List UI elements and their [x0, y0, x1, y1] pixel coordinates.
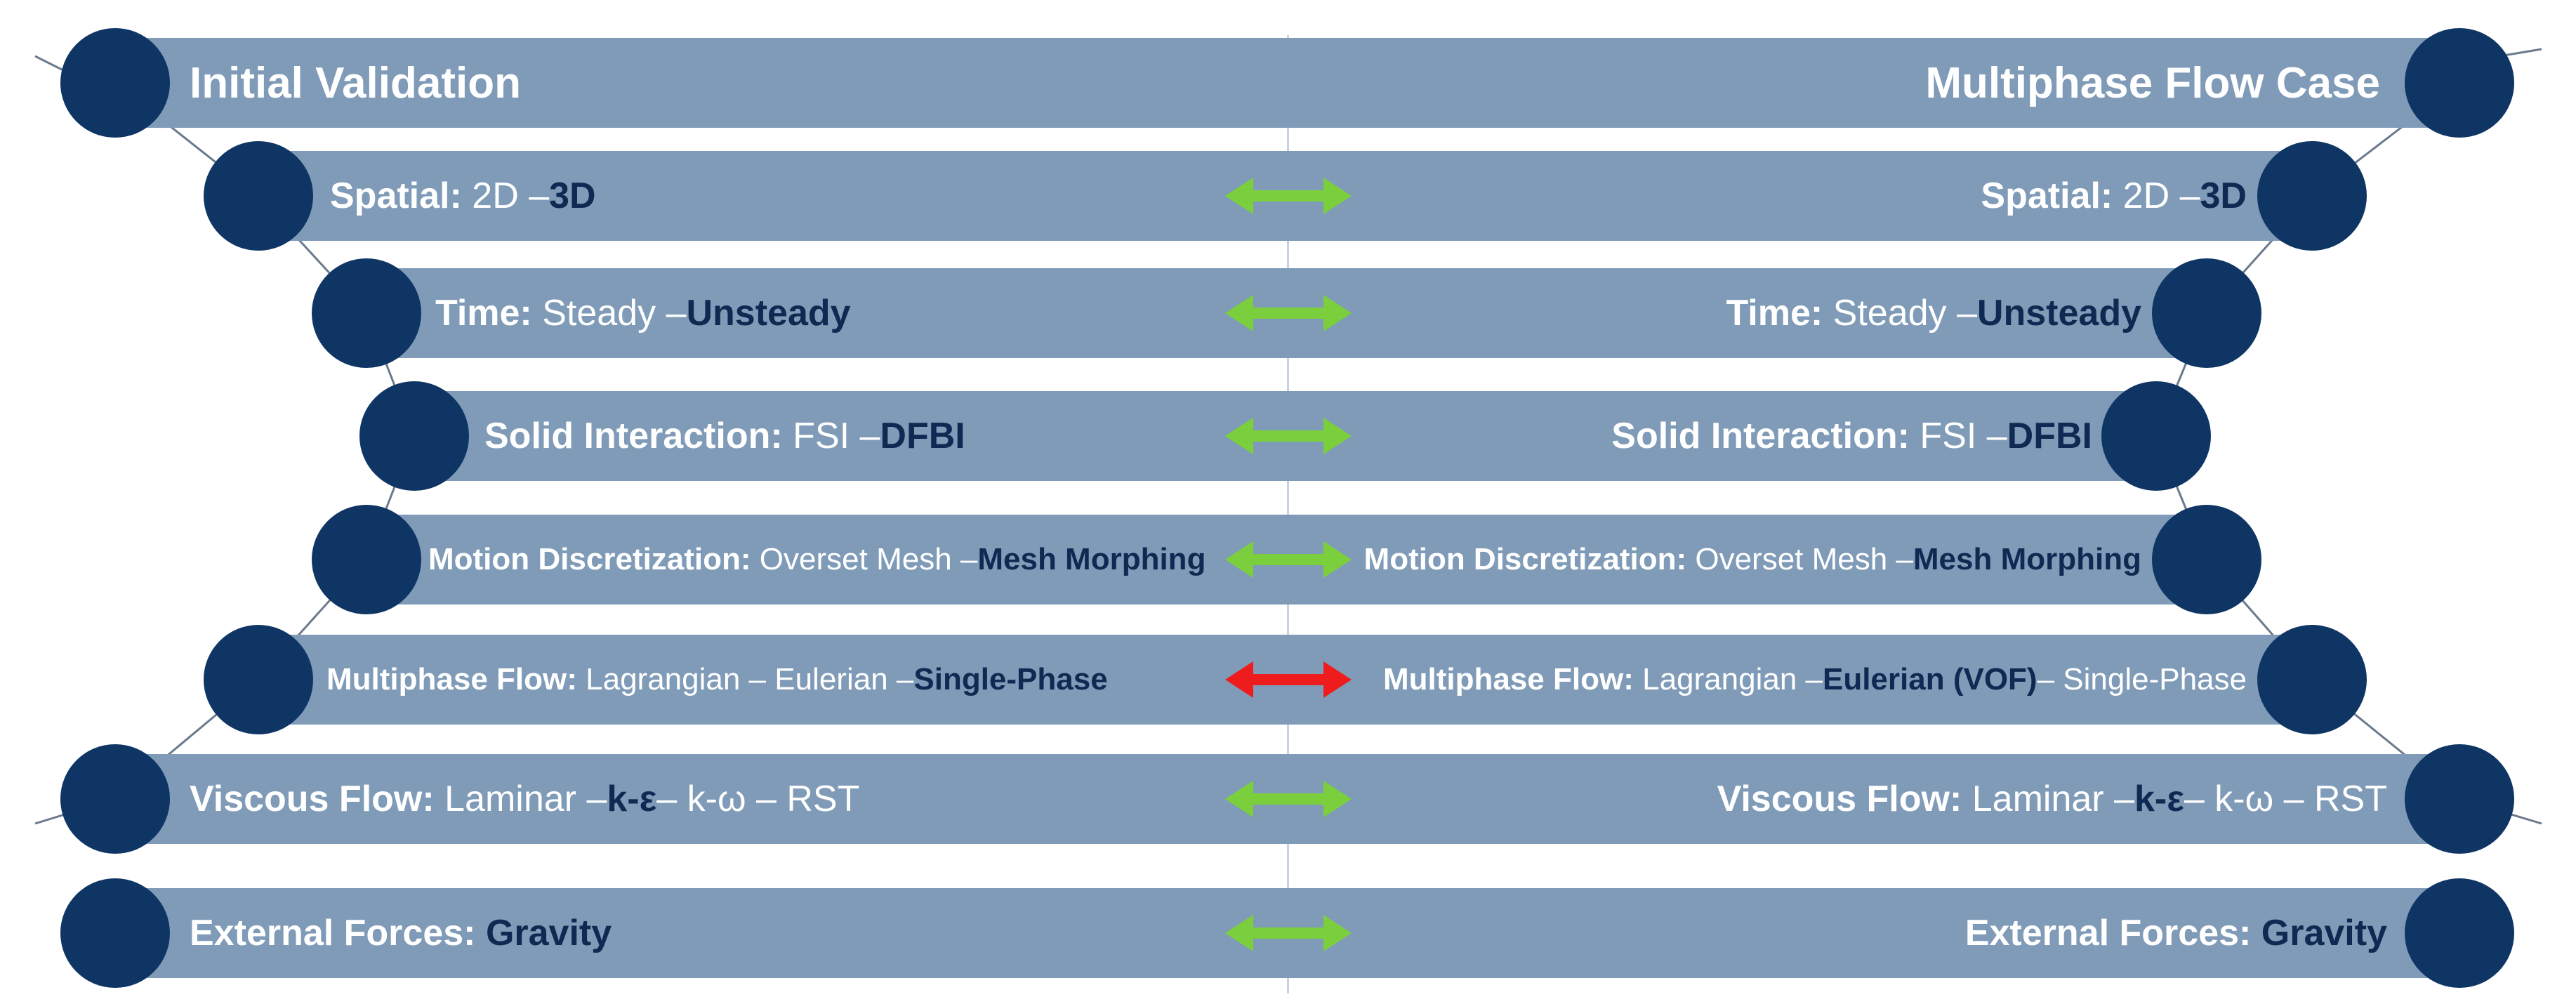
left-criterion-label: Viscous Flow: Laminar – k-ε – k-ω – RST [190, 754, 1183, 844]
selected-option: k-ε [607, 779, 657, 819]
right-criterion-label: Multiphase Flow: Lagrangian – Eulerian (… [1345, 635, 2247, 725]
option-text: Overset Mesh – [1695, 542, 1913, 576]
left-criterion-node [60, 878, 170, 988]
criterion-key: Time: [1726, 293, 1823, 333]
option-text: – k-ω – RST [656, 779, 860, 819]
criterion-key: Time: [435, 293, 532, 333]
mismatch-double-arrow-icon [1225, 661, 1352, 698]
match-double-arrow-icon [1225, 418, 1352, 454]
option-text: Overset Mesh – [759, 542, 978, 576]
criterion-key: Viscous Flow: [1717, 779, 1962, 819]
left-header-title: Initial Validation [190, 58, 521, 107]
match-double-arrow-icon [1225, 781, 1352, 817]
option-text: 2D – [2122, 176, 2200, 216]
option-text: Lagrangian – Eulerian – [586, 662, 914, 696]
criterion-key: Multiphase Flow: [1382, 662, 1634, 696]
selected-option: Unsteady [686, 293, 851, 333]
selected-option: DFBI [2007, 416, 2092, 456]
left-criterion-label: Motion Discretization: Overset Mesh – Me… [428, 515, 1206, 605]
option-text: Laminar – [1971, 779, 2134, 819]
criterion-key: Viscous Flow: [190, 779, 435, 819]
option-text: – Single-Phase [2037, 662, 2247, 696]
left-criterion-node [204, 625, 313, 734]
left-criterion-node [204, 141, 313, 251]
right-criterion-label: Viscous Flow: Laminar – k-ε – k-ω – RST [1345, 754, 2387, 844]
left-criterion-node [60, 744, 170, 854]
left-criterion-label: External Forces: Gravity [190, 888, 1183, 978]
left-header-node [60, 28, 170, 138]
criterion-key: Spatial: [1981, 176, 2113, 216]
criterion-key: External Forces: [1964, 913, 2252, 953]
right-criterion-label: Motion Discretization: Overset Mesh – Me… [1345, 515, 2141, 605]
option-text: Steady – [542, 293, 687, 333]
criterion-key: External Forces: [190, 913, 476, 953]
right-criterion-node [2257, 141, 2367, 251]
match-double-arrow-icon [1225, 541, 1352, 578]
option-text: Lagrangian – [1642, 662, 1823, 696]
center-divider [1287, 35, 1289, 993]
selected-option: k-ε [2134, 779, 2184, 819]
selected-option: 3D [2200, 176, 2247, 216]
left-criterion-label: Spatial: 2D – 3D [330, 151, 1183, 241]
criterion-key: Motion Discretization: [428, 542, 751, 576]
selected-option: Single-Phase [913, 662, 1108, 696]
right-criterion-label: Time: Steady – Unsteady [1345, 268, 2141, 358]
match-double-arrow-icon [1225, 295, 1352, 331]
selected-option: Mesh Morphing [1913, 542, 2141, 576]
right-criterion-label: Solid Interaction: FSI – DFBI [1345, 391, 2092, 481]
right-header-node [2405, 28, 2514, 138]
criterion-key: Multiphase Flow: [326, 662, 577, 696]
criterion-key: Solid Interaction: [484, 416, 783, 456]
option-text: Laminar – [444, 779, 607, 819]
selected-option: Unsteady [1976, 293, 2141, 333]
option-text: 2D – [472, 176, 550, 216]
right-header-title: Multiphase Flow Case [1925, 58, 2380, 107]
criterion-key: Motion Discretization: [1363, 542, 1687, 576]
left-criterion-node [312, 258, 421, 368]
selected-option: 3D [549, 176, 596, 216]
right-criterion-node [2405, 878, 2514, 988]
selected-option: Gravity [485, 913, 612, 953]
selected-option: Mesh Morphing [977, 542, 1206, 576]
match-double-arrow-icon [1225, 915, 1352, 951]
right-criterion-node [2101, 381, 2211, 491]
right-criterion-node [2152, 505, 2261, 614]
header-bar [112, 38, 2464, 128]
criterion-key: Solid Interaction: [1611, 416, 1910, 456]
selected-option: Gravity [2261, 913, 2387, 953]
right-criterion-node [2405, 744, 2514, 854]
option-text: Steady – [1832, 293, 1977, 333]
right-criterion-label: Spatial: 2D – 3D [1345, 151, 2247, 241]
selected-option: Eulerian (VOF) [1822, 662, 2037, 696]
left-criterion-label: Time: Steady – Unsteady [435, 268, 1183, 358]
option-text: – k-ω – RST [2184, 779, 2387, 819]
left-criterion-node [359, 381, 469, 491]
match-double-arrow-icon [1225, 178, 1352, 214]
left-criterion-label: Solid Interaction: FSI – DFBI [484, 391, 1183, 481]
left-criterion-node [312, 505, 421, 614]
right-criterion-node [2257, 625, 2367, 734]
option-text: FSI – [1920, 416, 2007, 456]
selected-option: DFBI [880, 416, 965, 456]
right-criterion-label: External Forces: Gravity [1345, 888, 2387, 978]
right-criterion-node [2152, 258, 2261, 368]
left-criterion-label: Multiphase Flow: Lagrangian – Eulerian –… [326, 635, 1183, 725]
option-text: FSI – [793, 416, 880, 456]
criterion-key: Spatial: [330, 176, 462, 216]
